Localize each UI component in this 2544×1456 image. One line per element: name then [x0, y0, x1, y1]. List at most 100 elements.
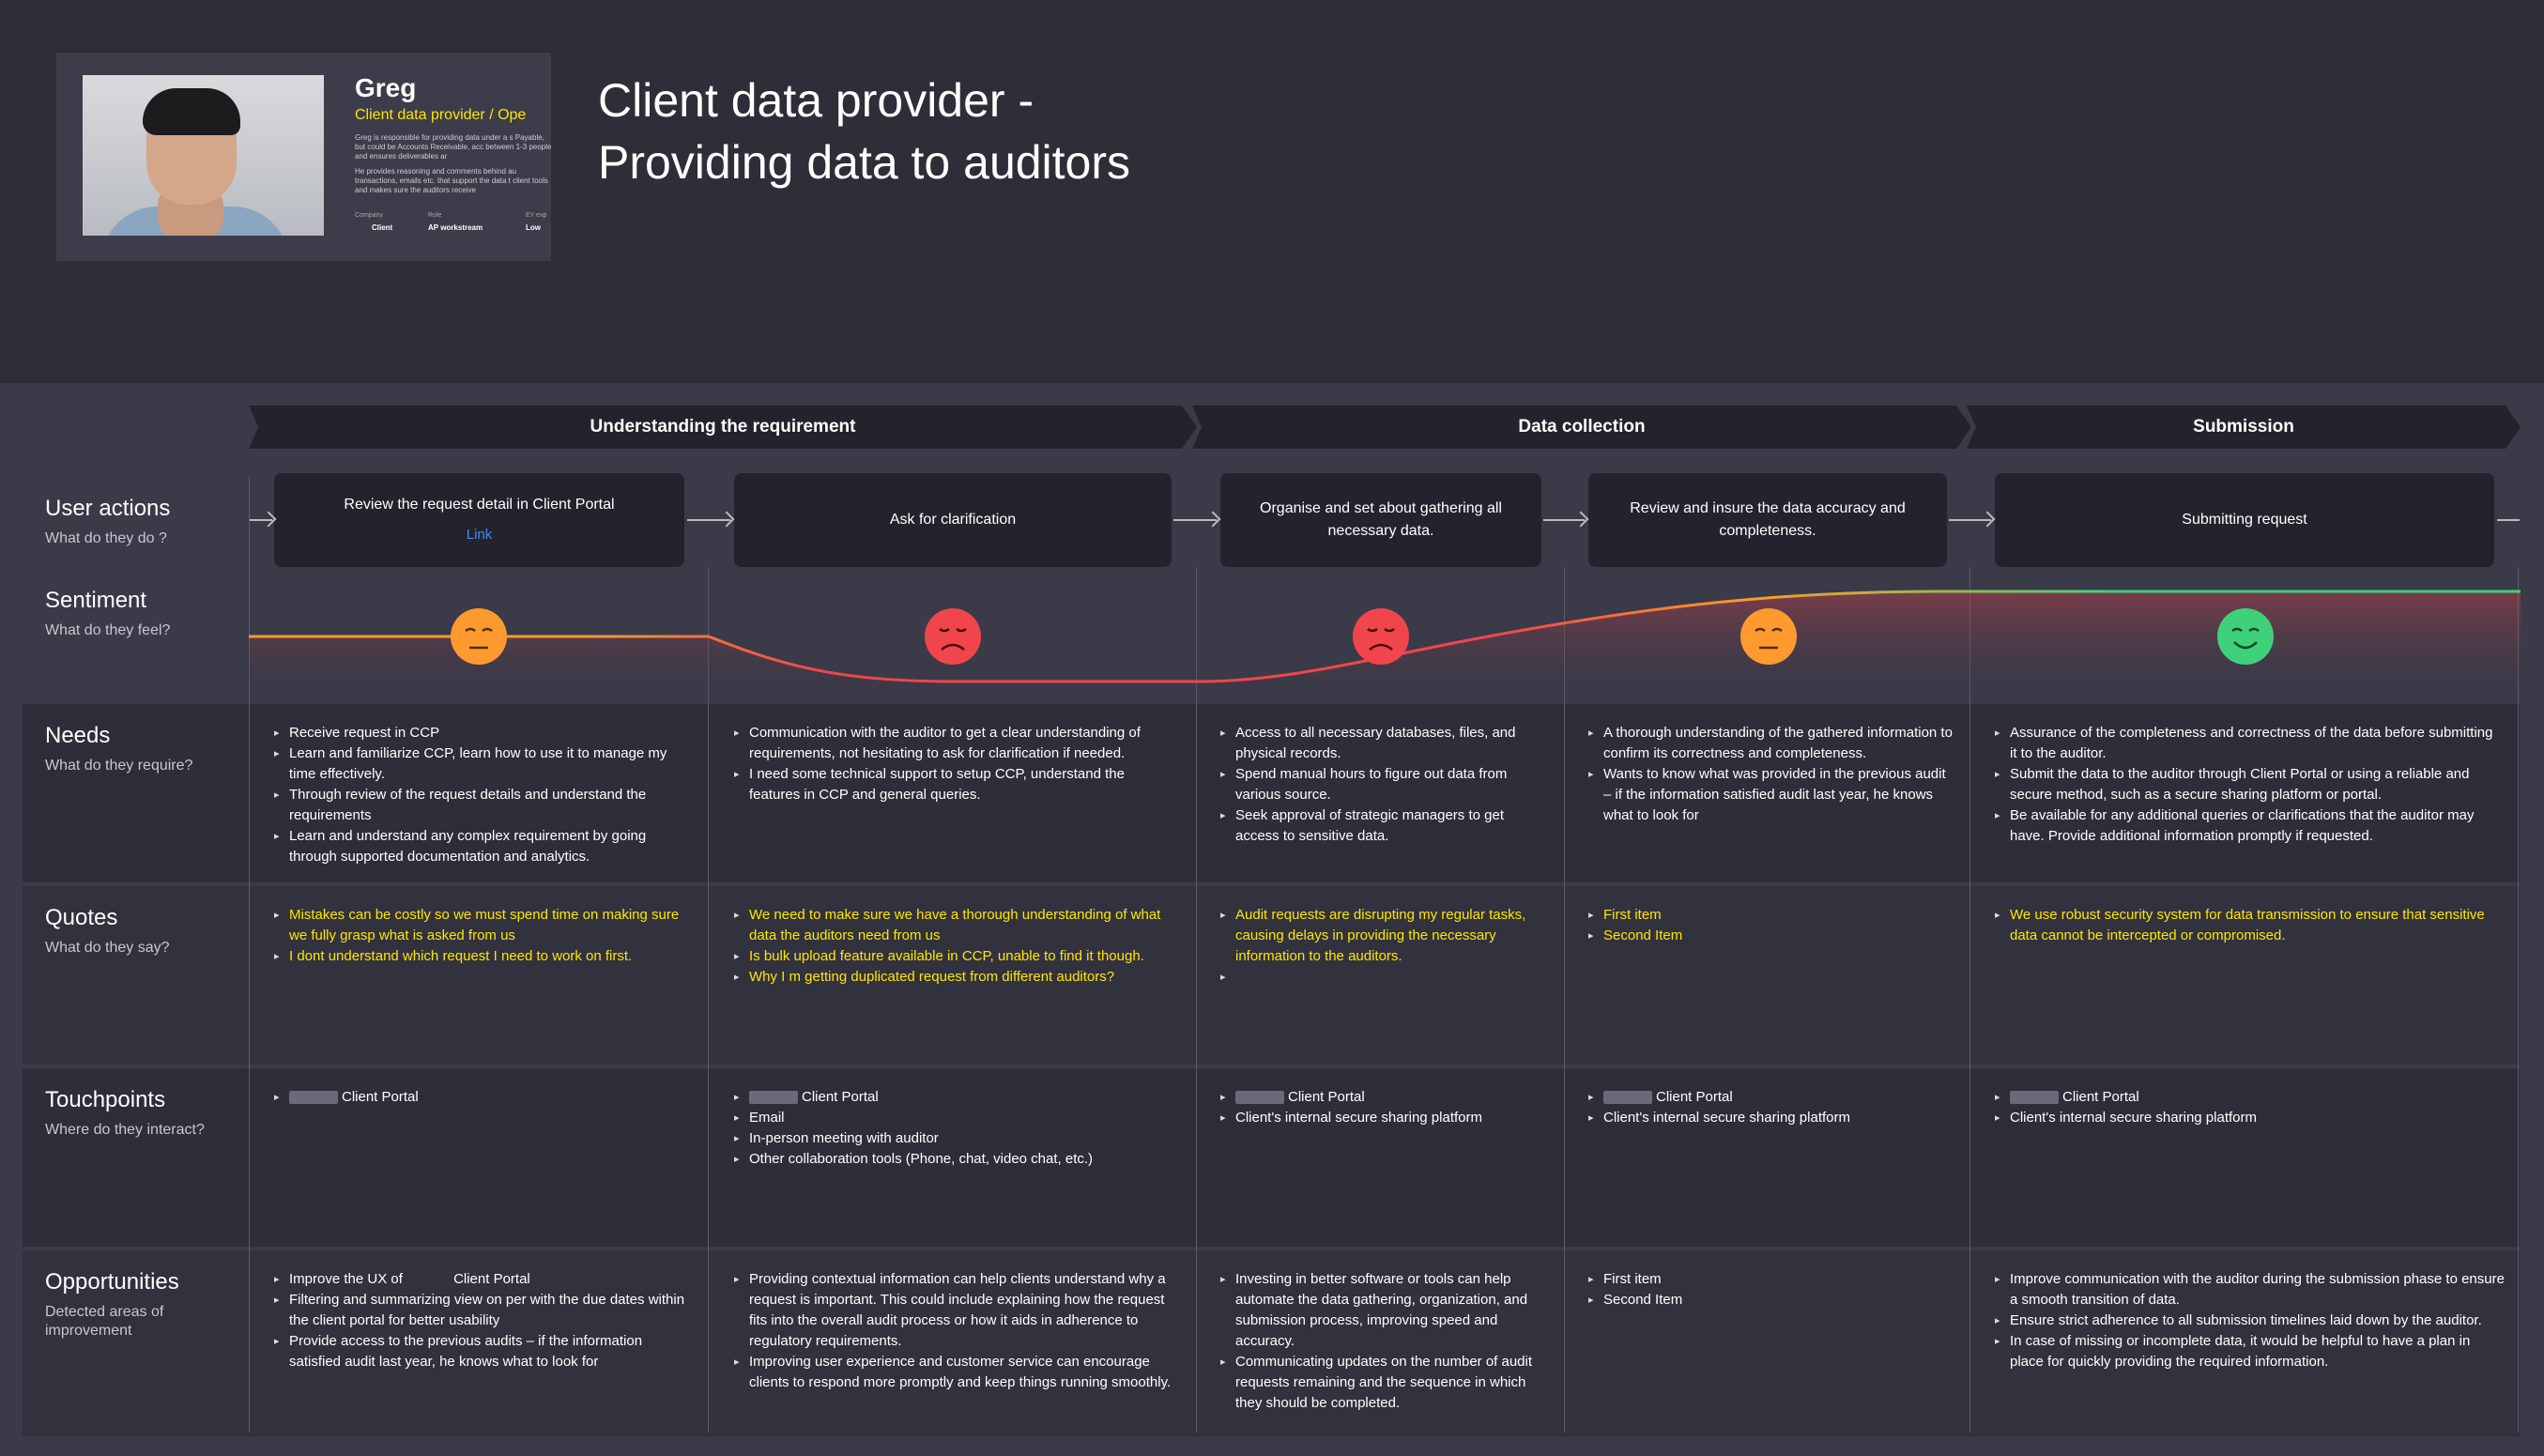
action-card-3[interactable]: Organise and set about gathering all nec…: [1220, 473, 1541, 567]
list-item: Second Item: [1588, 1290, 1954, 1310]
row-subtitle: Detected areas of improvement: [45, 1304, 164, 1339]
list-item: Filtering and summarizing view on per wi…: [274, 1290, 687, 1331]
action-card-5[interactable]: Submitting request: [1995, 473, 2494, 567]
list-item: Improve communication with the auditor d…: [1995, 1269, 2506, 1310]
list-item: Client Portal: [734, 1087, 1175, 1108]
divider: [1564, 567, 1565, 1433]
row-title: Quotes: [45, 905, 118, 930]
action-card-1[interactable]: Review the request detail in Client Port…: [274, 473, 684, 567]
arrow-connector: [687, 519, 730, 521]
sentiment-sad-icon: [1353, 608, 1409, 665]
quote-item: Second Item: [1588, 926, 1954, 946]
title-line-2: Providing data to auditors: [598, 136, 1131, 189]
touchpoints-cell-3: Client Portal Client's internal secure s…: [1220, 1087, 1549, 1128]
quote-item: We need to make sure we have a thorough …: [734, 905, 1175, 946]
list-item: Client's internal secure sharing platfor…: [1220, 1108, 1549, 1128]
list-item: I need some technical support to setup C…: [734, 764, 1175, 805]
action-link[interactable]: Link: [466, 527, 493, 543]
action-label: Organise and set about gathering all nec…: [1260, 500, 1502, 539]
opportunities-cell-1: Improve the UX of Client Portal Filterin…: [274, 1269, 687, 1372]
quote-item: Audit requests are disrupting my regular…: [1220, 905, 1549, 967]
arrow-connector: [1949, 519, 1991, 521]
divider: [249, 477, 250, 1433]
phase-data-collection[interactable]: Data collection: [1192, 406, 1971, 449]
touchpoint-label: Client Portal: [1656, 1089, 1733, 1105]
arrow-connector: [1173, 519, 1217, 521]
row-label-opportunities: Opportunities Detected areas of improvem…: [45, 1269, 214, 1341]
meta-label-role: Role: [428, 212, 442, 219]
action-card-4[interactable]: Review and insure the data accuracy and …: [1588, 473, 1947, 567]
meta-label-company: Company: [355, 212, 383, 219]
list-item: Access to all necessary databases, files…: [1220, 723, 1549, 764]
persona-name: Greg: [355, 73, 417, 102]
opportunities-cell-2: Providing contextual information can hel…: [734, 1269, 1175, 1393]
quote-item: Mistakes can be costly so we must spend …: [274, 905, 687, 946]
row-title: Opportunities: [45, 1269, 179, 1295]
row-title: Sentiment: [45, 588, 147, 613]
list-item: Receive request in CCP: [274, 723, 687, 743]
opportunities-cell-4: First item Second Item: [1588, 1269, 1954, 1310]
persona-description: Greg is responsible for providing data u…: [355, 133, 551, 195]
persona-role: Client data provider / Ope: [355, 107, 527, 123]
list-item: Client's internal secure sharing platfor…: [1995, 1108, 2502, 1128]
row-label-user-actions: User actions What do they do ?: [45, 496, 214, 548]
meta-value-exp: Low: [526, 223, 541, 232]
action-label: Review and insure the data accuracy and …: [1630, 500, 1906, 539]
arrow-connector: [250, 519, 272, 521]
row-title: User actions: [45, 496, 171, 521]
meta-value-role: AP workstream: [428, 223, 483, 232]
touchpoint-label: Client Portal: [1288, 1089, 1365, 1105]
action-label: Ask for clarification: [889, 512, 1017, 528]
header-area: Greg Client data provider / Ope Greg is …: [0, 0, 2544, 383]
quote-item: First item: [1588, 905, 1954, 926]
list-item: Email: [734, 1108, 1175, 1128]
meta-label-exp: EY exp: [526, 212, 547, 219]
row-subtitle: Where do they interact?: [45, 1122, 205, 1138]
touchpoints-cell-2: Client Portal Email In-person meeting wi…: [734, 1087, 1175, 1170]
list-item: Communicating updates on the number of a…: [1220, 1352, 1549, 1414]
quotes-cell-4: First item Second Item: [1588, 905, 1954, 946]
phase-submission[interactable]: Submission: [1967, 406, 2521, 449]
list-item: Other collaboration tools (Phone, chat, …: [734, 1149, 1175, 1170]
list-item: Improve the UX of Client Portal: [274, 1269, 687, 1290]
list-item: Learn and familiarize CCP, learn how to …: [274, 743, 687, 785]
quotes-cell-5: We use robust security system for data t…: [1995, 905, 2502, 946]
sentiment-happy-icon: [2217, 608, 2274, 665]
row-subtitle: What do they feel?: [45, 622, 171, 638]
action-card-2[interactable]: Ask for clarification: [734, 473, 1172, 567]
touchpoint-label: Client Portal: [802, 1089, 879, 1105]
row-title: Needs: [45, 723, 111, 748]
row-label-needs: Needs What do they require?: [45, 723, 214, 775]
list-item: Improving user experience and customer s…: [734, 1352, 1175, 1393]
divider: [2518, 567, 2519, 1433]
list-item: Spend manual hours to figure out data fr…: [1220, 764, 1549, 805]
list-item: Providing contextual information can hel…: [734, 1269, 1175, 1352]
redacted-mark: [2010, 1091, 2059, 1105]
row-title: Touchpoints: [45, 1087, 166, 1112]
redacted-mark: [289, 1091, 338, 1105]
needs-cell-2: Communication with the auditor to get a …: [734, 723, 1175, 805]
quotes-cell-2: We need to make sure we have a thorough …: [734, 905, 1175, 988]
arrow-connector: [2497, 519, 2520, 521]
list-item: Client Portal: [1995, 1087, 2502, 1108]
sentiment-neutral-icon: [1740, 608, 1797, 665]
list-item: Be available for any additional queries …: [1995, 805, 2502, 847]
redacted-mark: [749, 1091, 798, 1105]
row-label-sentiment: Sentiment What do they feel?: [45, 588, 214, 640]
list-item: Learn and understand any complex require…: [274, 826, 687, 867]
phase-understanding[interactable]: Understanding the requirement: [249, 406, 1197, 449]
list-item: Client Portal: [1220, 1087, 1549, 1108]
list-item: In-person meeting with auditor: [734, 1128, 1175, 1149]
needs-cell-4: A thorough understanding of the gathered…: [1588, 723, 1954, 826]
redacted-mark: [1603, 1091, 1652, 1105]
persona-card[interactable]: Greg Client data provider / Ope Greg is …: [56, 53, 551, 261]
page-title: Client data provider - Providing data to…: [598, 69, 1130, 193]
list-item: First item: [1588, 1269, 1954, 1290]
list-item: Provide access to the previous audits – …: [274, 1331, 687, 1372]
row-subtitle: What do they require?: [45, 758, 193, 774]
touchpoint-label: Client Portal: [2062, 1089, 2139, 1105]
quote-item: [1220, 967, 1549, 988]
quote-item: Why I m getting duplicated request from …: [734, 967, 1175, 988]
row-subtitle: What do they do ?: [45, 530, 167, 546]
list-item: In case of missing or incomplete data, i…: [1995, 1331, 2506, 1372]
